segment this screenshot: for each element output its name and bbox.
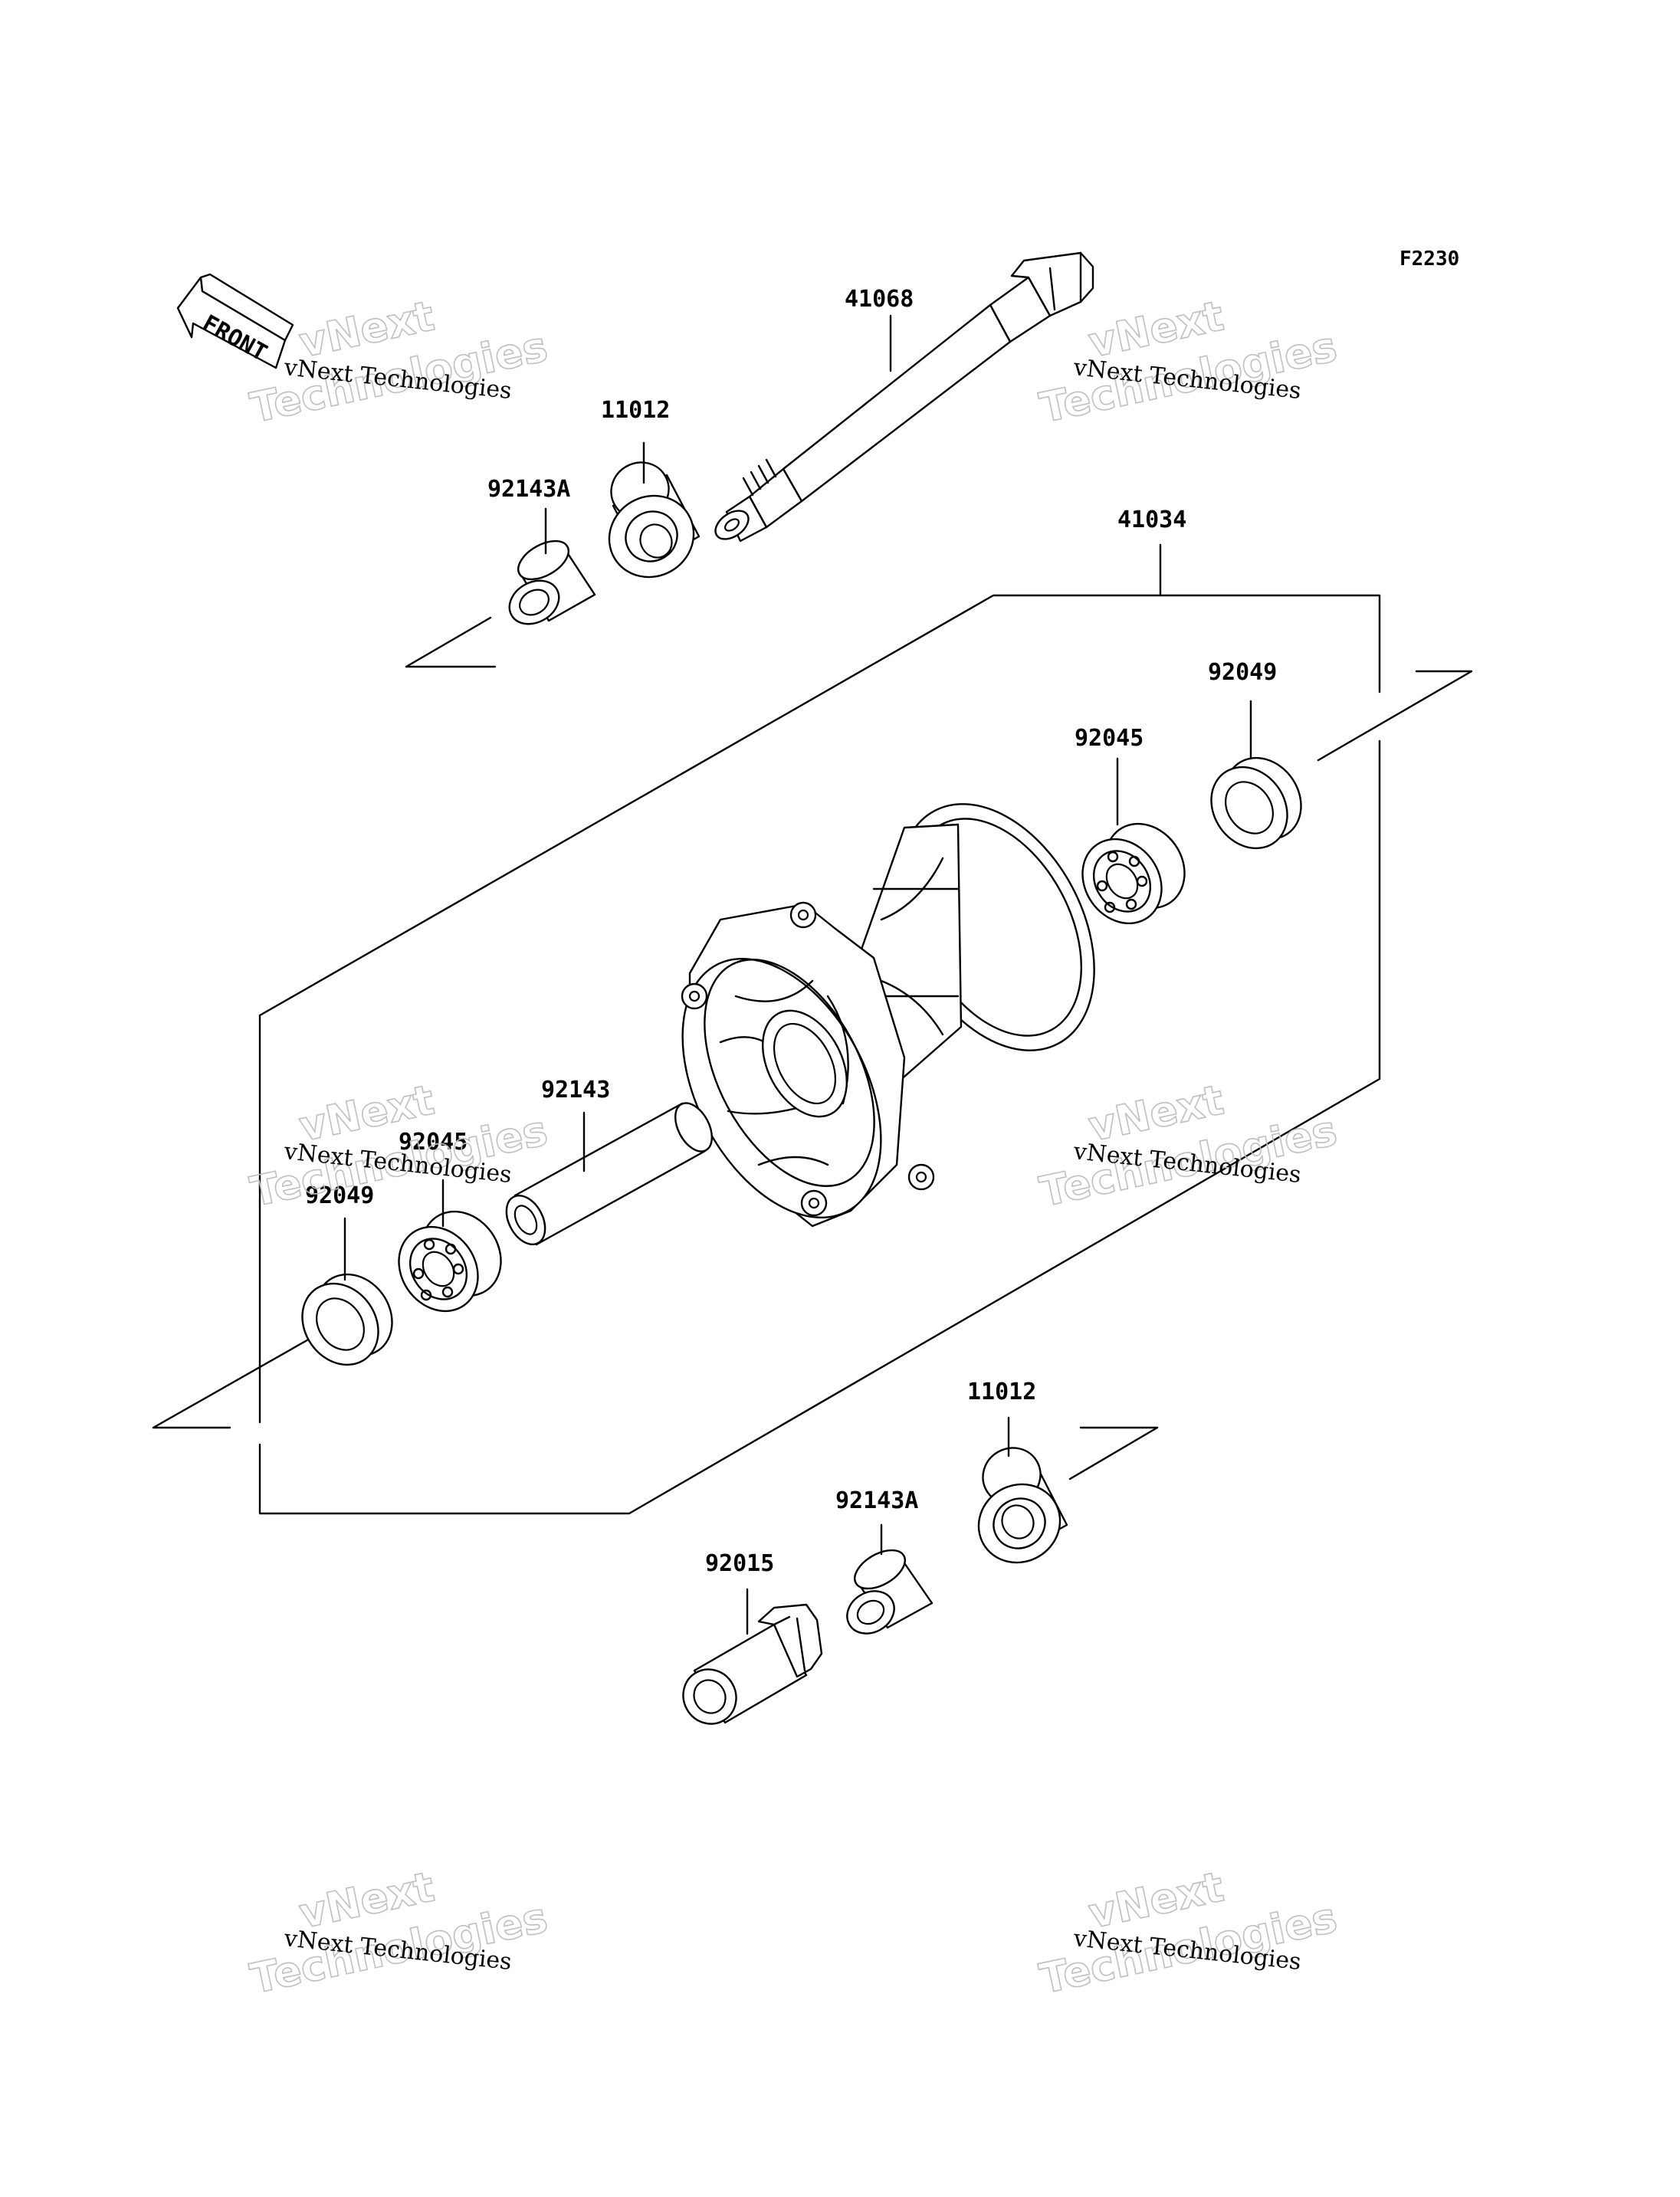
figure-code: F2230 [1399, 248, 1459, 271]
part-label-92143A-top: 92143A [487, 476, 570, 503]
axle-nut-92015 [682, 1603, 823, 1725]
part-label-41034: 41034 [1117, 507, 1186, 533]
collar-11012-bottom [977, 1447, 1068, 1564]
spacer-92143 [505, 1102, 714, 1246]
leader-lines [343, 314, 1252, 1635]
assembly-boundary [152, 594, 1473, 1515]
spacer-92143A-bottom [846, 1549, 934, 1635]
axle-41068 [714, 251, 1094, 543]
bearing-92045-left [398, 1210, 502, 1313]
part-label-92045-right: 92045 [1075, 725, 1144, 752]
part-label-11012-top: 11012 [601, 397, 670, 424]
part-label-92049-right: 92049 [1208, 659, 1277, 686]
part-label-92143: 92143 [541, 1077, 610, 1103]
wheel-hub-41034 [681, 803, 1095, 1228]
part-label-92049-left: 92049 [305, 1182, 374, 1209]
part-label-92015: 92015 [705, 1550, 774, 1577]
spacer-92143A-top [508, 539, 596, 625]
front-arrow-icon: FRONT [176, 273, 294, 369]
part-label-41068: 41068 [845, 286, 914, 313]
part-label-92045-left: 92045 [399, 1129, 468, 1156]
oil-seal-92049-left [301, 1273, 393, 1366]
part-label-92143A-bottom: 92143A [835, 1487, 918, 1514]
oil-seal-92049-right [1210, 756, 1302, 850]
collar-11012-top [608, 461, 701, 579]
part-label-11012-bottom: 11012 [967, 1379, 1036, 1405]
bearing-92045-right [1081, 822, 1186, 925]
